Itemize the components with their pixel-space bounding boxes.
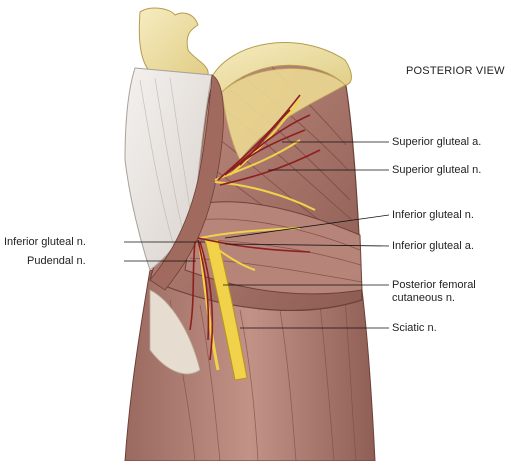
view-title: POSTERIOR VIEW: [406, 65, 505, 77]
label-posterior-femoral-cutaneous-line1: Posterior femoral: [392, 279, 476, 291]
label-sciatic-nerve: Sciatic n.: [392, 322, 437, 334]
gluteus-maximus-edge: [149, 74, 224, 291]
ischial-tuberosity: [149, 289, 201, 375]
thigh-striations: [169, 299, 357, 461]
label-inferior-gluteal-nerve-right: Inferior gluteal n.: [392, 209, 474, 221]
label-superior-gluteal-artery: Superior gluteal a.: [392, 136, 482, 148]
inferior-gluteal-artery-branches: [189, 237, 311, 361]
sciatic-nerve: [204, 239, 248, 381]
leader-lines: [124, 141, 390, 329]
label-inferior-gluteal-nerve-left: Inferior gluteal n.: [4, 236, 86, 248]
label-pudendal-nerve: Pudendal n.: [27, 255, 86, 267]
inferior-gluteal-nerve-branches: [199, 227, 301, 271]
iliac-crest: [209, 42, 352, 93]
label-superior-gluteal-nerve: Superior gluteal n.: [392, 164, 482, 176]
label-inferior-gluteal-artery: Inferior gluteal a.: [392, 240, 474, 252]
superior-gluteal-artery-branches: [217, 94, 321, 186]
label-posterior-femoral-cutaneous-line2: cutaneous n.: [392, 292, 455, 304]
sacrum-bone: [138, 7, 209, 76]
